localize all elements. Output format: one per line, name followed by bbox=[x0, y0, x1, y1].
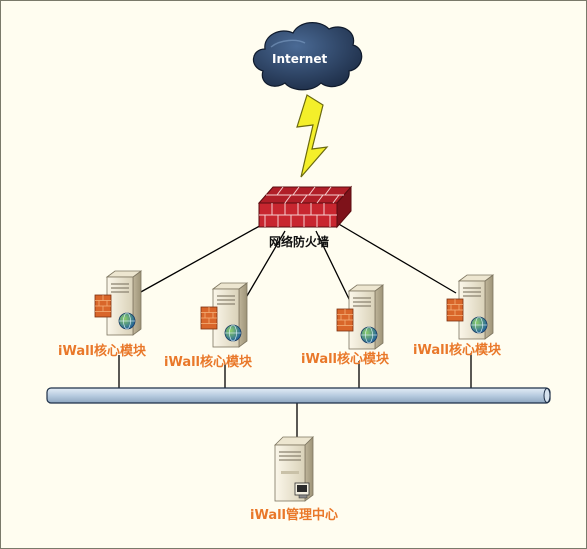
link-fw-core-2 bbox=[243, 230, 286, 302]
firewall-links bbox=[138, 222, 457, 302]
core-module-label-1: iWall核心模块 bbox=[58, 344, 147, 359]
internet-label: Internet bbox=[272, 52, 328, 66]
server-icon-core-2 bbox=[200, 282, 248, 348]
link-fw-core-3 bbox=[315, 230, 351, 302]
bus-drops bbox=[118, 353, 472, 437]
server-icon-core-1 bbox=[94, 270, 142, 336]
link-fw-core-4 bbox=[336, 222, 457, 294]
network-bus bbox=[46, 387, 551, 404]
core-module-label-3: iWall核心模块 bbox=[301, 352, 390, 367]
server-icon-core-3 bbox=[336, 284, 384, 350]
cloud-icon bbox=[252, 22, 363, 91]
link-fw-core-1 bbox=[138, 222, 266, 294]
core-module-label-4: iWall核心模块 bbox=[413, 343, 502, 358]
server-icon-core-4 bbox=[446, 274, 494, 340]
firewall-label: 网络防火墙 bbox=[269, 235, 330, 249]
management-label: iWall管理中心 bbox=[250, 508, 339, 523]
firewall-icon bbox=[257, 185, 353, 229]
management-server-icon bbox=[274, 436, 314, 502]
lightning-icon bbox=[296, 94, 329, 178]
core-module-label-2: iWall核心模块 bbox=[164, 355, 253, 370]
